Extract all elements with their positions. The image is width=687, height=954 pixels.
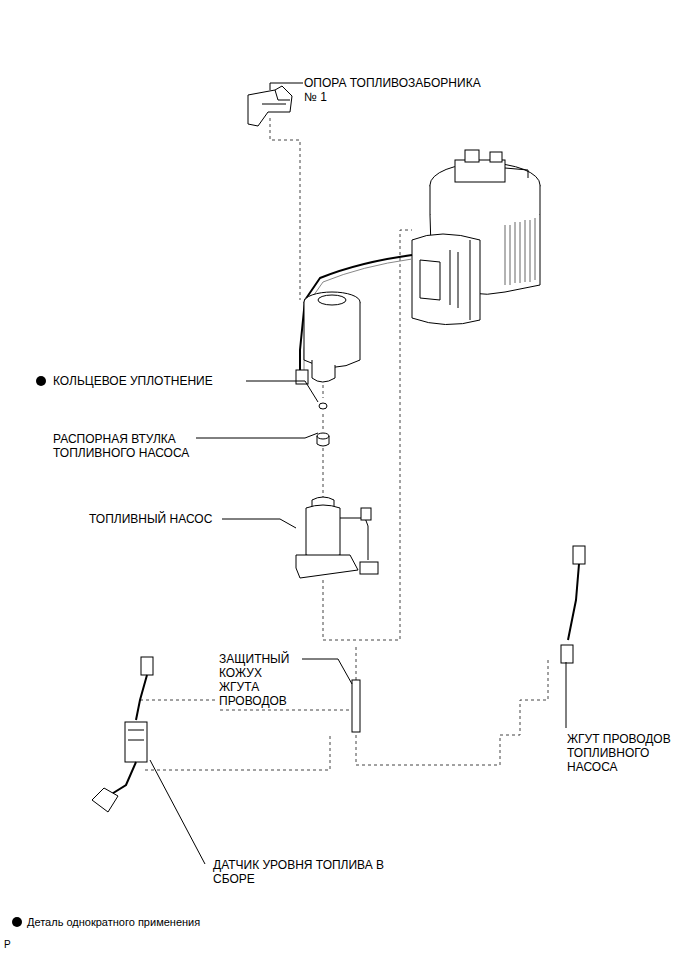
legend-text: Деталь однократного применения xyxy=(27,916,200,929)
page-mark: P xyxy=(3,938,12,952)
part-label: ОПОРА ТОПЛИВОЗАБОРНИКА № 1 xyxy=(303,76,490,104)
part-label: ТОПЛИВНЫЙ НАСОС xyxy=(88,512,213,526)
part-label: ЖГУТ ПРОВОДОВ ТОПЛИВНОГО НАСОСА xyxy=(566,732,684,774)
part-label: ДАТЧИК УРОВНЯ ТОПЛИВА В СБОРЕ xyxy=(212,858,424,886)
part-label: ЗАЩИТНЫЙ КОЖУХ ЖГУТА ПРОВОДОВ xyxy=(218,652,300,708)
legend-symbol xyxy=(12,917,22,927)
part-label: РАСПОРНАЯ ВТУЛКА ТОПЛИВНОГО НАСОСА xyxy=(52,432,192,460)
part-label: КОЛЬЦЕВОЕ УПЛОТНЕНИЕ xyxy=(52,374,214,388)
